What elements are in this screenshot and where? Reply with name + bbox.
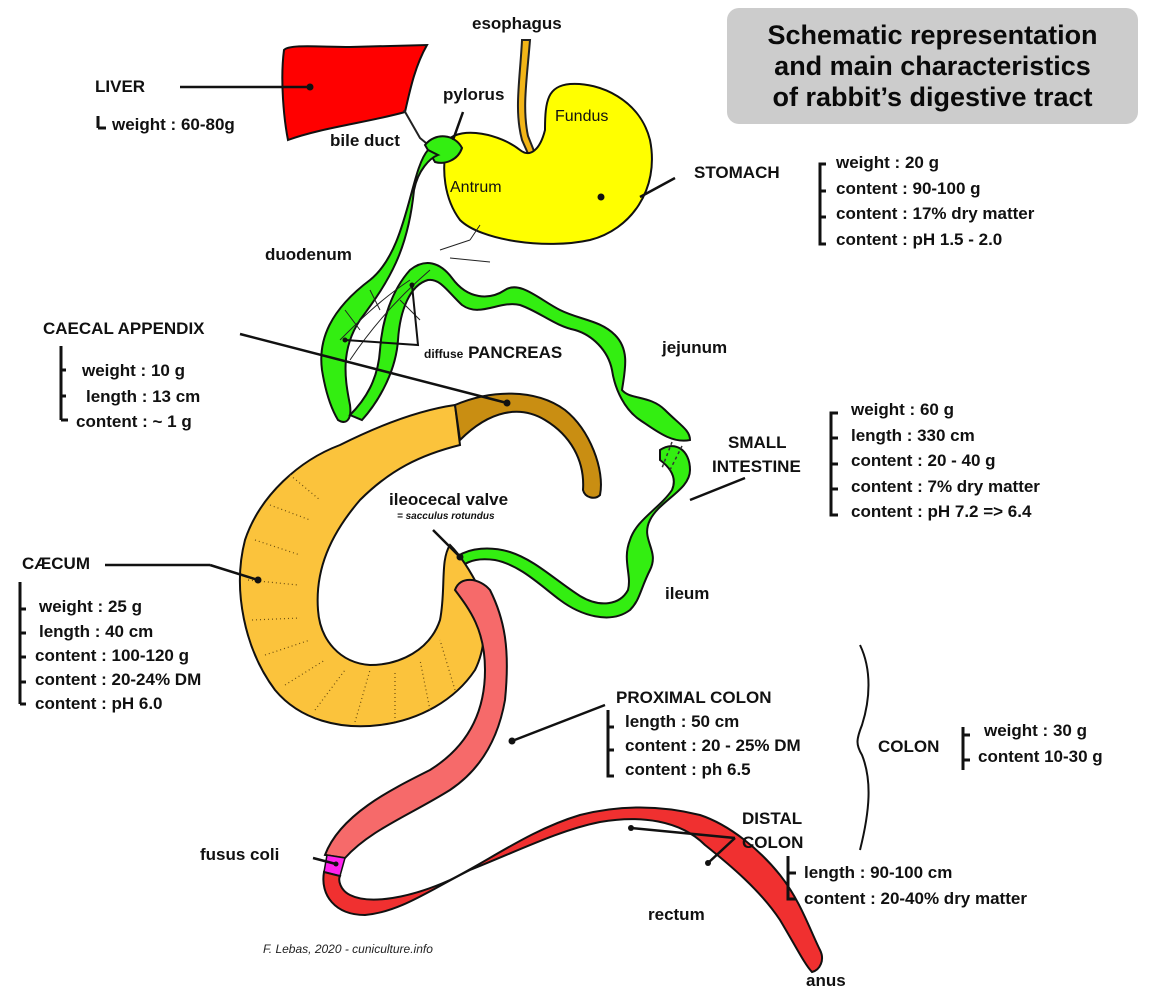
proximal-colon-stat: content : ph 6.5 — [625, 760, 751, 779]
small-intestine-stats: weight : 60 g length : 330 cm content : … — [851, 397, 1040, 525]
colon-stat: weight : 30 g — [984, 721, 1087, 740]
caecum-stat: content : pH 6.0 — [35, 693, 163, 713]
rectum-label: rectum — [648, 905, 705, 924]
brackets — [18, 116, 970, 901]
title-line-3: of rabbit’s digestive tract — [772, 81, 1093, 112]
pancreas-prefix: diffuse — [424, 347, 464, 361]
liver-stat: weight : 60-80g — [112, 115, 235, 134]
pylorus-label: pylorus — [443, 85, 505, 104]
distal-colon-stat: length : 90-100 cm — [804, 863, 953, 882]
credit-text: F. Lebas, 2020 - cuniculture.info — [263, 942, 433, 956]
colon-stat: content 10-30 g — [978, 746, 1103, 766]
caecal-appendix-name: CAECAL APPENDIX — [43, 319, 205, 338]
stomach-stats: weight : 20 g content : 90-100 g content… — [836, 150, 1034, 252]
title-line-2: and main characteristics — [774, 50, 1091, 81]
caecal-appendix-stats: weight : 10 g length : 13 cm content : ~… — [72, 358, 200, 435]
stomach-stat: content : pH 1.5 - 2.0 — [836, 229, 1003, 249]
proximal-colon-stats: length : 50 cm content : 20 - 25% DM con… — [625, 710, 801, 782]
title-line-1: Schematic representation — [767, 19, 1098, 50]
colon-brace — [856, 644, 870, 851]
small-intestine-stat: content : 7% dry matter — [851, 476, 1040, 496]
stomach-name: STOMACH — [694, 163, 780, 182]
fundus-label: Fundus — [555, 108, 609, 125]
jejunum-shape — [348, 262, 692, 442]
liver-stats: weight : 60-80g — [112, 112, 235, 138]
caecum-stats: weight : 25 g length : 40 cm content : 1… — [35, 594, 201, 716]
proximal-colon-name: PROXIMAL COLON — [616, 688, 772, 707]
esophagus-shape — [516, 39, 538, 160]
colon-stats: weight : 30 g content 10-30 g — [978, 718, 1103, 769]
distal-colon-name-line1: DISTAL — [742, 809, 803, 828]
ileocecal-valve-label: ileocecal valve — [389, 490, 509, 509]
duodenum-shape — [320, 148, 441, 423]
fusus-coli-label: fusus coli — [200, 845, 280, 864]
bile-duct-label: bile duct — [330, 131, 400, 150]
pancreas-shape — [339, 224, 491, 361]
anus-label: anus — [806, 971, 846, 990]
caecum-stat: length : 40 cm — [39, 621, 154, 641]
small-intestine-name-line2: INTESTINE — [712, 457, 801, 476]
sacculus-rotundus-label: = sacculus rotundus — [397, 511, 495, 522]
stomach-shape — [443, 82, 653, 245]
proximal-colon-stat: content : 20 - 25% DM — [625, 736, 801, 755]
distal-colon-shape — [322, 806, 823, 974]
duodenum-label: duodenum — [265, 245, 352, 264]
caecal-appendix-stat: weight : 10 g — [82, 361, 185, 380]
pancreas-name: PANCREAS — [468, 343, 563, 362]
caecal-appendix-stat: content : ~ 1 g — [76, 412, 192, 431]
stomach-stat: content : 17% dry matter — [836, 204, 1035, 223]
pancreas-label: diffuse PANCREAS — [424, 344, 562, 361]
ileum-shape — [456, 445, 692, 619]
small-intestine-stat: length : 330 cm — [851, 425, 975, 445]
ileum-label: ileum — [665, 584, 710, 603]
distal-colon-name-line2: COLON — [742, 833, 804, 852]
leader-lines — [105, 85, 746, 866]
liver-name: LIVER — [95, 77, 146, 96]
jejunum-label: jejunum — [662, 338, 728, 357]
caecum-stat: weight : 25 g — [39, 597, 142, 616]
distal-colon-stat: content : 20-40% dry matter — [804, 888, 1027, 908]
caecum-name: CÆCUM — [22, 554, 90, 573]
title-box: Schematic representation and main charac… — [727, 8, 1138, 124]
caecal-appendix-stat: length : 13 cm — [86, 386, 201, 406]
stomach-stat: weight : 20 g — [836, 153, 939, 172]
caecal-appendix-shape — [453, 392, 602, 499]
liver-shape — [281, 43, 429, 142]
colon-name: COLON — [878, 737, 940, 756]
small-intestine-stat: content : pH 7.2 => 6.4 — [851, 502, 1032, 521]
caecum-stat: content : 100-120 g — [35, 645, 189, 665]
stomach-stat: content : 90-100 g — [836, 178, 981, 198]
caecum-stat: content : 20-24% DM — [35, 669, 202, 689]
distal-colon-stats: length : 90-100 cm content : 20-40% dry … — [804, 860, 1027, 911]
proximal-colon-stat: length : 50 cm — [625, 712, 740, 731]
esophagus-label: esophagus — [472, 14, 562, 33]
small-intestine-stat: content : 20 - 40 g — [851, 451, 996, 470]
proximal-colon-shape — [323, 578, 508, 860]
small-intestine-stat: weight : 60 g — [851, 400, 954, 419]
antrum-label: Antrum — [450, 179, 502, 196]
small-intestine-name-line1: SMALL — [728, 433, 787, 452]
caecum-shape — [239, 403, 486, 728]
